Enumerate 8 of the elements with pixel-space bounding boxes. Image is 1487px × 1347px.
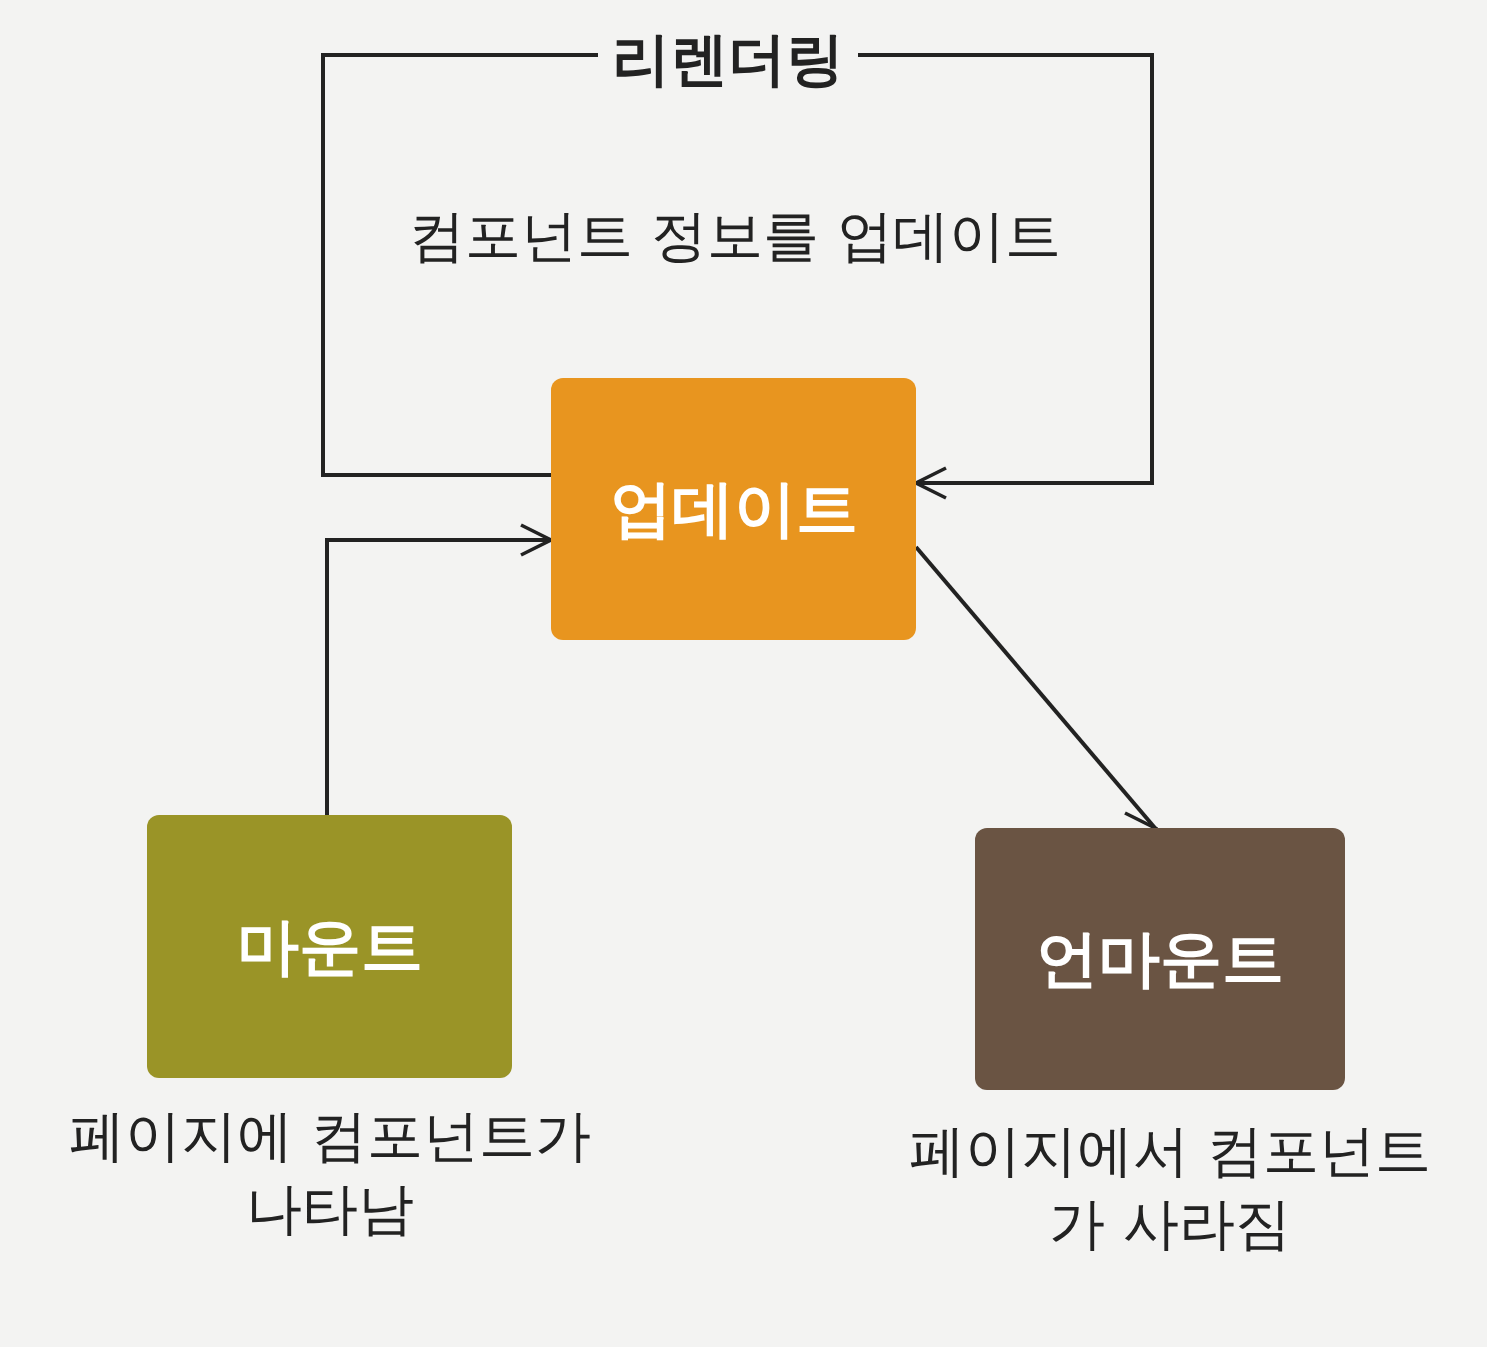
node-caption: 페이지에서 컴포넌트가 사라짐 xyxy=(908,1117,1432,1258)
arrow xyxy=(325,523,553,815)
update-box: 업데이트 xyxy=(551,378,916,640)
node-caption: 페이지에 컴포넌트가 나타남 xyxy=(68,1102,592,1243)
unmount-box: 언마운트 xyxy=(975,828,1345,1090)
mount-box: 마운트 xyxy=(147,815,512,1078)
annotation-text: 컴포넌트 정보를 업데이트 xyxy=(409,202,1061,270)
arrow xyxy=(914,545,1157,830)
